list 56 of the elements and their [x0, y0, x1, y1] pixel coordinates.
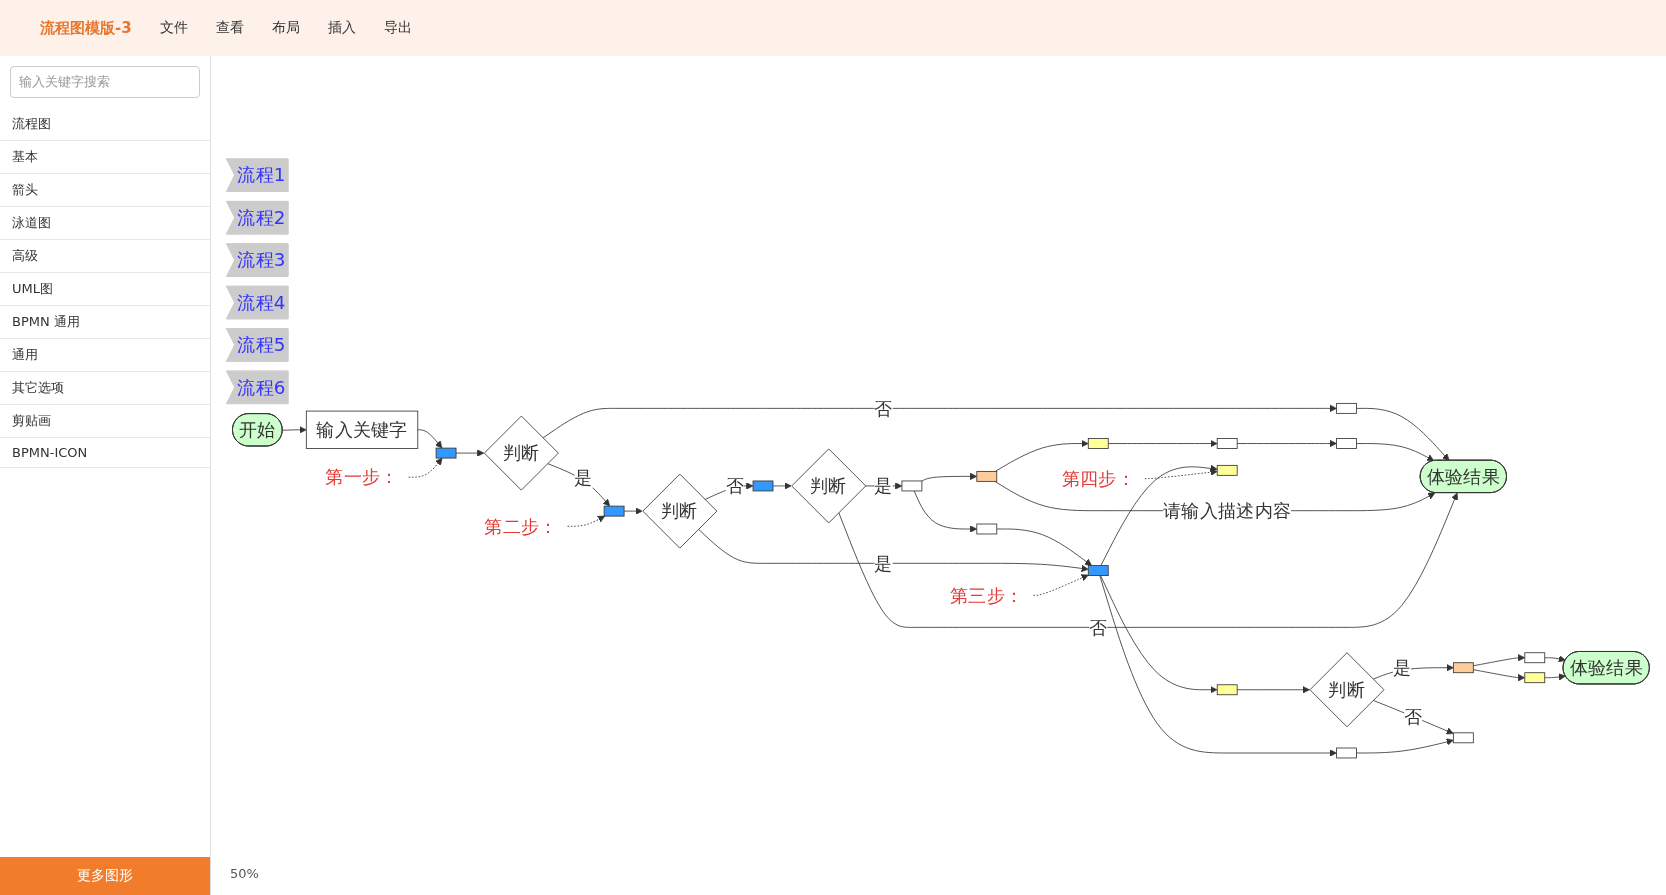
node-box: [976, 523, 998, 535]
category-item: 剪贴画: [0, 405, 210, 438]
menu-item: 布局: [271, 19, 300, 37]
node-box: [1216, 684, 1238, 696]
category-item: 箭头: [0, 174, 210, 207]
menu-item: 插入: [327, 19, 356, 37]
node-text: 第一步：: [325, 466, 399, 488]
node-box: [603, 505, 625, 517]
edge-label: 否: [874, 397, 893, 419]
category-item: UML图: [0, 273, 210, 306]
node-box: [1524, 672, 1546, 684]
edge-label: 请输入描述内容: [1163, 500, 1292, 522]
node-text: 第二步：: [484, 515, 558, 537]
node-box: [976, 470, 998, 482]
node-box: [1216, 438, 1238, 449]
category-item: BPMN 通用: [0, 306, 210, 339]
node-box: 输入关键字: [305, 410, 419, 449]
node-box: [1216, 464, 1238, 476]
edge-label: 是: [874, 475, 893, 497]
edge-label: 是: [574, 467, 593, 489]
edge-label: 否: [1089, 616, 1108, 638]
edge-label: 是: [1392, 657, 1412, 679]
category-item: 通用: [0, 339, 210, 372]
node-text: 第四步：: [1061, 468, 1135, 490]
node-box: [435, 447, 457, 459]
category-item: BPMN-ICON: [0, 438, 210, 468]
node-text: 第三步：: [950, 584, 1024, 606]
node-box: [901, 480, 923, 492]
node-diamond: 判断: [1309, 652, 1385, 728]
category-item: 泳道图: [0, 207, 210, 240]
node-box: [1524, 652, 1546, 664]
zoom-level: 50%: [230, 866, 259, 881]
node-diamond: 判断: [791, 448, 867, 524]
node-box: [1452, 732, 1474, 744]
edge-label: 是: [874, 552, 893, 574]
search-field: 输入关键字搜索: [10, 66, 200, 98]
node-box: [1336, 402, 1357, 414]
menu-item: 文件: [159, 19, 188, 37]
node-box: [1452, 662, 1474, 674]
menu-item: 导出: [383, 19, 412, 37]
edge-label: 否: [1404, 706, 1423, 728]
more-shapes-button: 更多图形: [0, 857, 210, 895]
category-item: 流程图: [0, 108, 210, 141]
node-box: [1087, 565, 1109, 576]
node-diamond: 判断: [483, 415, 559, 491]
menu-item: 查看: [215, 19, 244, 37]
edge-label: 否: [725, 475, 744, 497]
document-title: 流程图模版-3: [40, 18, 132, 38]
node-box: [1087, 438, 1109, 449]
category-item: 高级: [0, 240, 210, 273]
node-diamond: 判断: [642, 473, 718, 549]
node-box: [752, 480, 774, 492]
node-box: [1336, 747, 1357, 759]
category-item: 基本: [0, 141, 210, 174]
category-item: 其它选项: [0, 372, 210, 405]
node-box: [1336, 438, 1357, 449]
